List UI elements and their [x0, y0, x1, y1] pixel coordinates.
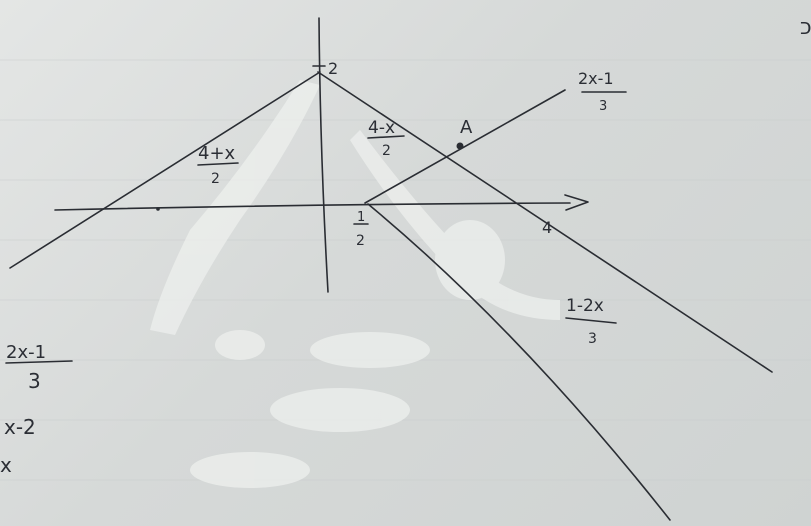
header-handwriting: עלחד את הרהסכ	[800, 15, 811, 40]
label-x-tick-4: 4	[542, 218, 552, 237]
margin-frac-den: 3	[28, 369, 41, 393]
label-line-mid-num: 4-x	[368, 118, 395, 138]
label-line-left-den: 2	[211, 171, 220, 187]
label-y-tick-2: 2	[328, 59, 338, 78]
label-line-mid-den: 2	[382, 143, 391, 159]
line-2x-minus-1	[364, 89, 566, 204]
margin-line2: x-2	[4, 415, 36, 439]
label-x-tick-half-num: 1	[357, 210, 365, 225]
x-axis-dot	[156, 207, 160, 211]
label-line-lower-num: 1-2x	[566, 296, 604, 316]
label-line-right-den: 3	[599, 99, 607, 114]
line-4-plus-x	[9, 71, 321, 269]
label-line-left-num: 4+x	[198, 143, 236, 164]
label-point-a: A	[460, 117, 473, 138]
label-x-tick-half-den: 2	[356, 233, 365, 249]
fraction-bars	[5, 91, 627, 364]
label-line-right-num: 2x-1	[578, 69, 614, 88]
x-axis	[54, 202, 571, 211]
margin-frac-num: 2x-1	[6, 342, 46, 363]
y-axis	[318, 17, 329, 293]
margin-line3: x	[0, 453, 12, 477]
label-line-lower-den: 3	[588, 331, 597, 347]
line-4-minus-x	[317, 71, 773, 373]
x-axis-arrow	[564, 194, 589, 211]
line-1-minus-2x	[367, 203, 671, 521]
point-a	[456, 142, 464, 150]
